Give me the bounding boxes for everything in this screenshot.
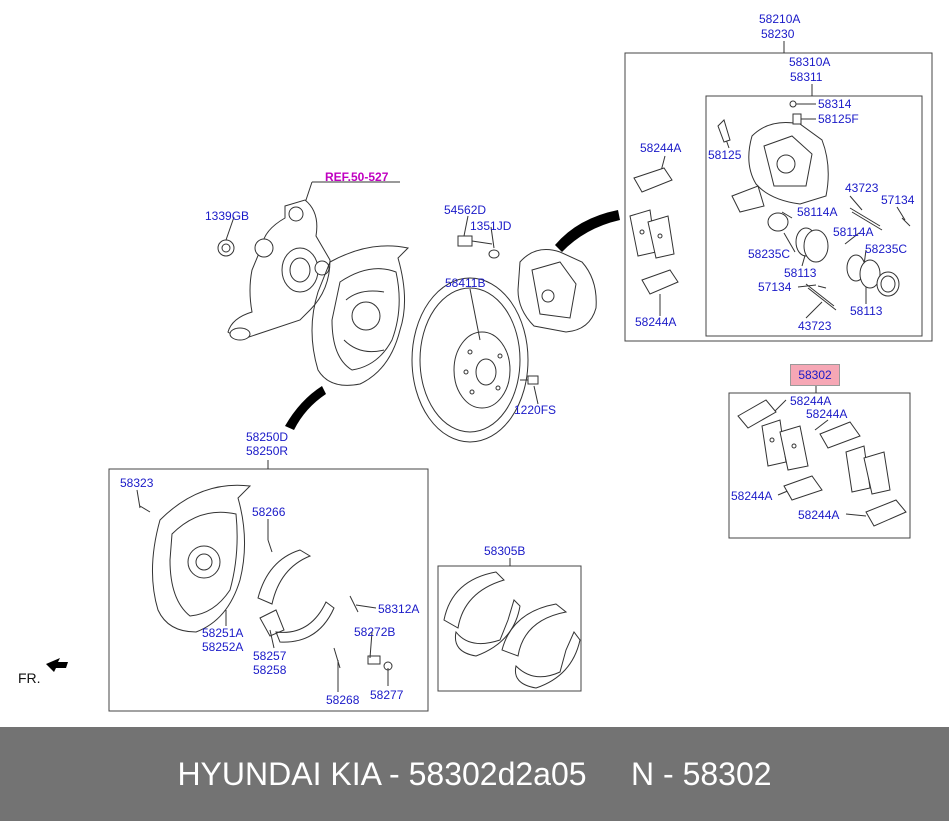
callout-58272b[interactable]: 58272B bbox=[354, 625, 396, 639]
callout-58113-1[interactable]: 58113 bbox=[784, 266, 817, 280]
callout-58125[interactable]: 58125 bbox=[708, 148, 742, 162]
callout-1220fs[interactable]: 1220FS bbox=[514, 403, 557, 417]
callout-58113-2[interactable]: 58113 bbox=[850, 304, 883, 318]
callout-58230[interactable]: 58230 bbox=[761, 27, 795, 41]
callout-58125f[interactable]: 58125F bbox=[818, 112, 859, 126]
shoe-kit-parts bbox=[443, 571, 581, 689]
backing-plate-lower bbox=[152, 484, 252, 633]
parts-drawing bbox=[46, 41, 933, 712]
callout-58250d[interactable]: 58250D bbox=[246, 430, 289, 444]
callout-58258[interactable]: 58258 bbox=[253, 663, 287, 677]
callout-58244a-3[interactable]: 58244A bbox=[790, 394, 832, 408]
callout-58114a-2[interactable]: 58114A bbox=[833, 225, 874, 239]
callout-58244a-5[interactable]: 58244A bbox=[731, 489, 773, 503]
callout-58411b[interactable]: 58411B bbox=[445, 276, 486, 290]
callout-58277[interactable]: 58277 bbox=[370, 688, 404, 702]
backing-plate-upper bbox=[311, 245, 410, 386]
callout-1339gb[interactable]: 1339GB bbox=[205, 209, 250, 223]
pad-kit-parts bbox=[737, 399, 907, 527]
callout-58302-highlighted[interactable]: 58302 bbox=[790, 364, 840, 386]
callout-58268[interactable]: 58268 bbox=[326, 693, 360, 707]
caliper-assembly-box bbox=[624, 52, 933, 342]
shoes-lower bbox=[139, 505, 393, 671]
screw-1220fs bbox=[520, 375, 539, 385]
swoosh-lower bbox=[285, 386, 326, 430]
callout-57134-1[interactable]: 57134 bbox=[881, 193, 915, 207]
pad-kit-box bbox=[728, 392, 911, 539]
swoosh-upper bbox=[555, 210, 620, 252]
callout-43723-1[interactable]: 43723 bbox=[845, 181, 879, 195]
ref-50-527-link[interactable]: REF.50-527 bbox=[325, 170, 389, 184]
callout-58314[interactable]: 58314 bbox=[818, 97, 852, 111]
callout-58310a[interactable]: 58310A bbox=[789, 55, 831, 69]
callout-58251a[interactable]: 58251A bbox=[202, 626, 244, 640]
bushing-1339gb bbox=[217, 239, 235, 257]
callout-58114a-1[interactable]: 58114A bbox=[797, 205, 838, 219]
callout-58244a-1[interactable]: 58244A bbox=[640, 141, 682, 155]
caliper-body-box bbox=[705, 95, 923, 337]
callout-58311[interactable]: 58311 bbox=[790, 70, 823, 84]
caliper-pads bbox=[629, 167, 679, 295]
callout-54562d[interactable]: 54562D bbox=[444, 203, 487, 217]
caliper-mounted bbox=[517, 249, 597, 333]
callout-58323[interactable]: 58323 bbox=[120, 476, 154, 490]
callout-58244a-4[interactable]: 58244A bbox=[806, 407, 848, 421]
callout-58244a-2[interactable]: 58244A bbox=[635, 315, 677, 329]
knuckle bbox=[227, 199, 331, 341]
callout-58257[interactable]: 58257 bbox=[253, 649, 287, 663]
bolt-54562d bbox=[457, 235, 493, 247]
caliper-small-parts bbox=[717, 100, 911, 311]
callout-58235c-2[interactable]: 58235C bbox=[865, 242, 908, 256]
callout-1351jd[interactable]: 1351JD bbox=[470, 219, 512, 233]
washer-1351jd bbox=[488, 249, 500, 259]
footer-banner: HYUNDAI KIA - 58302d2a05 N - 58302 bbox=[0, 727, 949, 821]
brake-disc bbox=[411, 277, 529, 443]
callout-58235c-1[interactable]: 58235C bbox=[748, 247, 791, 261]
callout-43723-2[interactable]: 43723 bbox=[798, 319, 832, 333]
callout-58312a[interactable]: 58312A bbox=[378, 602, 420, 616]
callout-58305b[interactable]: 58305B bbox=[484, 544, 526, 558]
direction-label: FR. bbox=[18, 670, 41, 686]
callout-57134-2[interactable]: 57134 bbox=[758, 280, 792, 294]
fr-arrow-icon bbox=[46, 658, 68, 672]
callout-58250r[interactable]: 58250R bbox=[246, 444, 289, 458]
callout-58210a[interactable]: 58210A bbox=[759, 12, 801, 26]
callout-58252a[interactable]: 58252A bbox=[202, 640, 244, 654]
caliper-body bbox=[731, 122, 829, 213]
callout-58266[interactable]: 58266 bbox=[252, 505, 286, 519]
callout-58244a-6[interactable]: 58244A bbox=[798, 508, 840, 522]
